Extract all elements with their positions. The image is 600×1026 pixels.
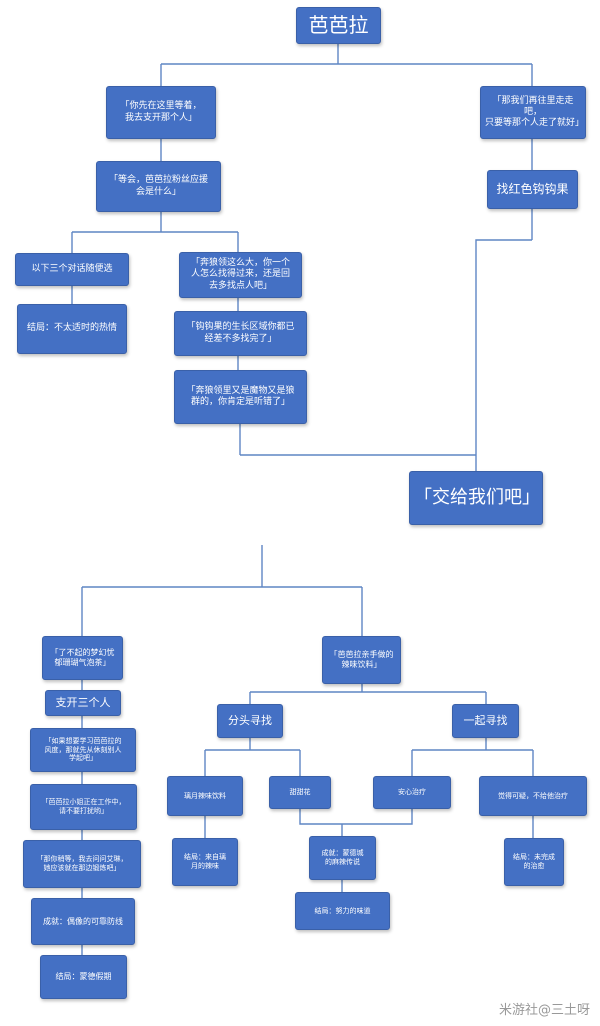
node-ending-unfinished-healing: 结局：未完成 的治愈 (504, 838, 564, 886)
node-distract-line-2: 「芭芭拉小姐正在工作中， 请不要打扰哟」 (30, 784, 137, 830)
node-search-separately: 分头寻找 (217, 704, 283, 738)
node-dialog-1: 「奔狼领这么大，你一个 人怎么找得过来，还是回 去多找点人吧」 (179, 252, 302, 298)
node-achievement-spicy-legend: 成就：蒙德城 的麻辣传说 (309, 836, 376, 880)
node-dialog-3: 「奔狼领里又是魔物又是狼 群的，你肯定是听错了」 (174, 370, 307, 424)
node-suspicious: 觉得可疑，不给他治疗 (479, 776, 587, 816)
node-achievement-idol: 成就：偶像的可靠防线 (31, 898, 135, 945)
node-ending-holiday: 结局：蒙德假期 (40, 955, 127, 999)
node-choice-right: 「那我们再往里走走吧， 只要等那个人走了就好」 (480, 86, 586, 139)
node-find-red-berry: 找红色钩钩果 (487, 170, 578, 209)
node-coral-bubble-tea: 「了不起的梦幻忧 郁珊瑚气泡茶」 (42, 636, 123, 680)
node-choice-left: 「你先在这里等着， 我去支开那个人」 (106, 86, 216, 139)
node-ending-taste-of-effort: 结局：努力的味道 (295, 892, 390, 930)
node-dialog-2: 「钩钩果的生长区域你都已 经差不多找完了」 (174, 311, 307, 356)
node-distract-line-3: 「那你稍等，我去问问艾琳， 她应该就在那边锻炼吧」 (23, 840, 141, 888)
node-root: 芭芭拉 (296, 7, 381, 44)
node-hand-over: 「交给我们吧」 (409, 471, 543, 525)
node-ending-untimely-passion: 结局：不太适时的热情 (17, 304, 127, 354)
node-reassuring-heal: 安心治疗 (373, 776, 451, 809)
node-liyue-drink: 璃月辣味饮料 (167, 776, 243, 816)
node-pick-any-dialog: 以下三个对话随便选 (15, 253, 129, 286)
node-distract-three: 支开三个人 (45, 690, 121, 716)
node-spicy-drink: 「芭芭拉亲手做的 辣味饮料」 (322, 636, 401, 684)
node-fan-club-question: 「等会，芭芭拉粉丝应援 会是什么」 (96, 161, 221, 212)
watermark: 米游社@三土呀 (498, 1003, 590, 1018)
node-ending-liyue-spice: 结局：来自璃 月的辣味 (172, 838, 238, 886)
node-distract-line-1: 「如果想要学习芭芭拉的 风度，那就先从休刻别人 学起吧」 (30, 728, 136, 772)
node-sweet-flower: 甜甜花 (269, 776, 331, 809)
node-search-together: 一起寻找 (452, 704, 519, 738)
